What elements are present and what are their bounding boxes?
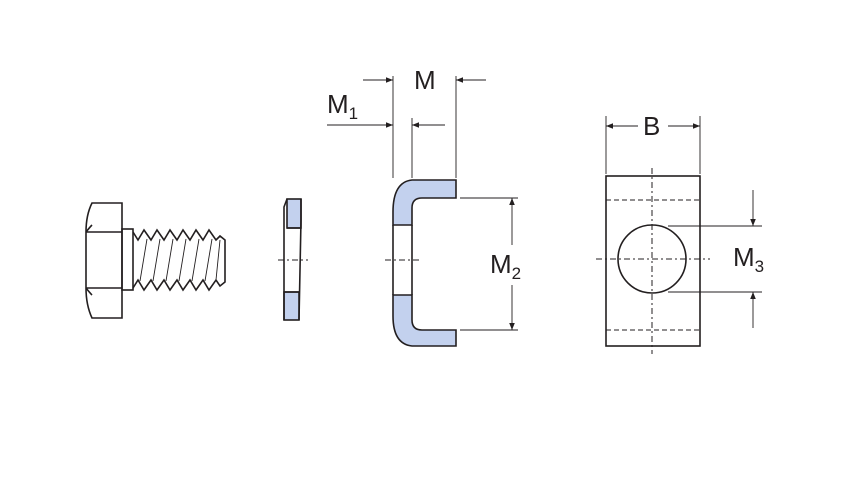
label-m3: M3 [733, 242, 764, 276]
channel-nut [596, 116, 762, 354]
label-m: M [414, 65, 436, 95]
label-b: B [643, 111, 660, 141]
spring-washer [278, 198, 308, 321]
label-m1: M1 [327, 89, 358, 123]
channel-clip [327, 76, 518, 347]
hex-bolt [85, 202, 226, 319]
label-m2: M2 [490, 249, 521, 283]
